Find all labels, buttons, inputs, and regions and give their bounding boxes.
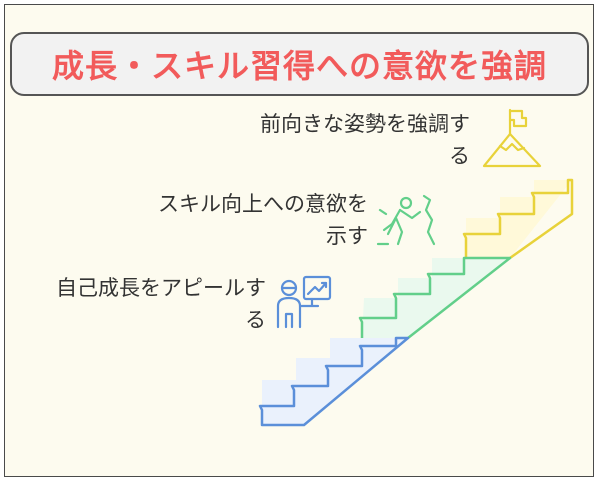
presenter-icon — [276, 275, 332, 329]
step-label-skill-improvement: スキル向上への意欲を 示す — [128, 188, 368, 252]
climber-icon — [376, 194, 436, 246]
step-label-line: 自己成長をアピールす — [56, 276, 266, 300]
staircase-section-top — [462, 178, 574, 260]
step-label-line: スキル向上への意欲を — [158, 192, 368, 216]
step-label-line: る — [449, 144, 470, 168]
staircase-section-bottom — [258, 336, 410, 427]
step-label-positive-attitude: 前向きな姿勢を強調す る — [190, 108, 470, 172]
staircase-section-middle — [358, 256, 512, 339]
page-title: 成長・スキル習得への意欲を強調 — [51, 47, 547, 85]
title-banner: 成長・スキル習得への意欲を強調 — [10, 32, 589, 96]
step-label-self-growth: 自己成長をアピールす る — [6, 272, 266, 336]
step-label-line: 示す — [326, 224, 368, 248]
step-label-line: る — [245, 308, 266, 332]
mountain-flag-icon — [482, 108, 542, 168]
step-label-line: 前向きな姿勢を強調す — [260, 112, 470, 136]
